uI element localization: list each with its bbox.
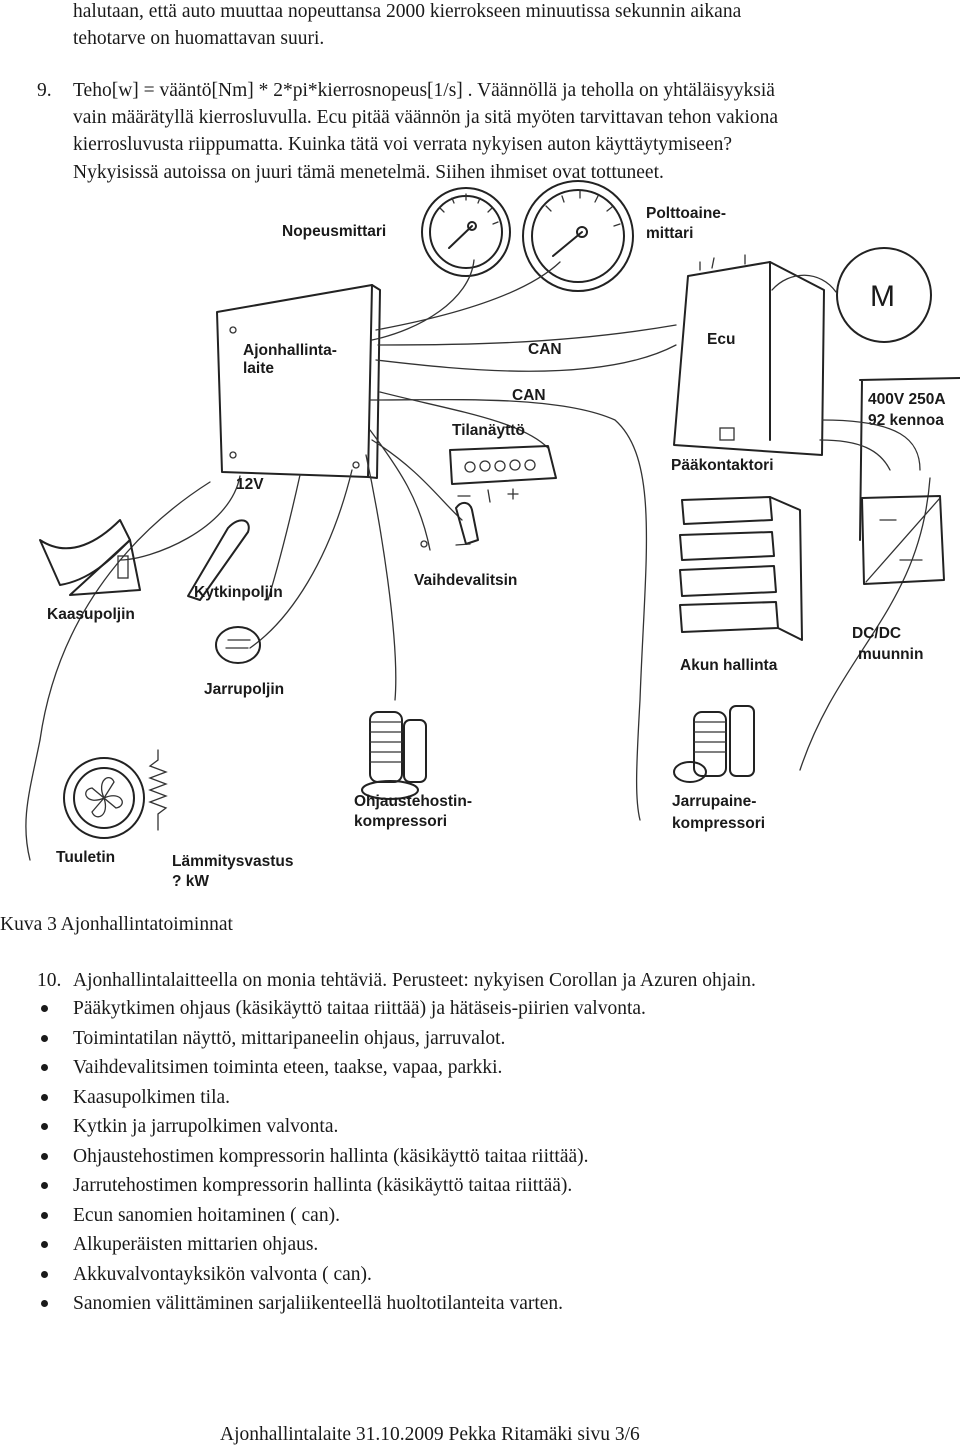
label-dcdc-1: DC/DC bbox=[852, 625, 901, 642]
item-9-line-3: kierrosluvusta riippumatta. Kuinka tätä … bbox=[73, 134, 733, 155]
bullet-dot bbox=[41, 1094, 48, 1101]
label-vaihdevalitsin: Vaihdevalitsin bbox=[414, 572, 517, 589]
motor-label: M bbox=[870, 280, 895, 313]
bullet-dot bbox=[41, 1035, 48, 1042]
label-battery-2: 92 kennoa bbox=[868, 412, 944, 429]
bullet-dot bbox=[41, 1153, 48, 1160]
brake-pedal: Jarrupoljin bbox=[204, 626, 284, 698]
ecu-box: Ecu Pääkontaktori bbox=[671, 254, 825, 474]
bullet-dot bbox=[41, 1064, 48, 1071]
label-jarru-1: Jarrupaine- bbox=[672, 793, 756, 810]
label-nopeusmittari: Nopeusmittari bbox=[282, 223, 386, 240]
label-kytkinpoljin: Kytkinpoljin bbox=[194, 584, 283, 601]
label-ohjaus-1: Ohjaustehostin- bbox=[354, 793, 472, 810]
intro-line-1: halutaan, että auto muuttaa nopeuttansa … bbox=[73, 1, 742, 22]
bullet-item: Toimintatilan näyttö, mittaripaneelin oh… bbox=[73, 1028, 506, 1049]
fan-icon: Tuuletin bbox=[56, 757, 145, 866]
accelerator-pedal: Kaasupoljin bbox=[39, 519, 141, 623]
item-9-line-1: Teho[w] = vääntö[Nm] * 2*pi*kierrosnopeu… bbox=[73, 80, 775, 101]
bullet-item: Ecun sanomien hoitaminen ( can). bbox=[73, 1205, 340, 1226]
wiring-diagram: M Ajonhallinta- laite Ecu Pääkontaktori … bbox=[25, 180, 960, 890]
speedometer-gauge bbox=[421, 187, 511, 277]
bullet-item: Sanomien välittäminen sarjaliikenteellä … bbox=[73, 1293, 564, 1314]
label-kaasupoljin: Kaasupoljin bbox=[47, 606, 135, 623]
vehicle-controller-box: Ajonhallinta- laite bbox=[216, 284, 381, 479]
label-jarru-2: kompressori bbox=[672, 815, 765, 832]
label-ajonhallinta-2: laite bbox=[243, 360, 274, 377]
label-lammitys-2: ? kW bbox=[172, 873, 209, 890]
gear-selector: Vaihdevalitsin bbox=[414, 502, 517, 589]
bullet-dot bbox=[41, 1241, 48, 1248]
intro-line-2: tehotarve on huomattavan suuri. bbox=[73, 28, 325, 49]
bullet-item: Kytkin ja jarrupolkimen valvonta. bbox=[73, 1116, 339, 1137]
label-battery-1: 400V 250A bbox=[868, 391, 946, 408]
fuel-gauge bbox=[522, 180, 634, 292]
bullet-dot bbox=[41, 1123, 48, 1130]
item-10-text: Ajonhallintalaitteella on monia tehtäviä… bbox=[73, 970, 756, 991]
bullet-dot bbox=[41, 1005, 48, 1012]
figure-caption: Kuva 3 Ajonhallintatoiminnat bbox=[0, 914, 233, 935]
clutch-pedal: Kytkinpoljin bbox=[187, 519, 283, 601]
item-10-number: 10. bbox=[37, 970, 62, 991]
label-dcdc-2: muunnin bbox=[858, 646, 923, 663]
bullet-item: Kaasupolkimen tila. bbox=[73, 1087, 231, 1108]
dcdc-converter: DC/DC muunnin bbox=[852, 495, 945, 663]
label-akun-hallinta: Akun hallinta bbox=[680, 657, 778, 674]
label-polttoaine-2: mittari bbox=[646, 225, 693, 242]
bullet-item: Vaihdevalitsimen toiminta eteen, taakse,… bbox=[73, 1057, 503, 1078]
motor-symbol: M bbox=[836, 247, 932, 343]
page-footer: Ajonhallintalaite 31.10.2009 Pekka Ritam… bbox=[220, 1424, 640, 1445]
bullet-dot bbox=[41, 1212, 48, 1219]
battery-management-stack: Akun hallinta bbox=[679, 496, 803, 674]
label-12v: 12V bbox=[236, 476, 264, 493]
bullet-item: Pääkytkimen ohjaus (käsikäyttö taitaa ri… bbox=[73, 998, 646, 1019]
item-9-line-4: Nykyisissä autoissa on juuri tämä menete… bbox=[73, 162, 664, 183]
label-ajonhallinta-1: Ajonhallinta- bbox=[243, 342, 337, 359]
label-ohjaus-2: kompressori bbox=[354, 813, 447, 830]
label-polttoaine-1: Polttoaine- bbox=[646, 205, 726, 222]
bullet-dot bbox=[41, 1300, 48, 1307]
label-lammitys-1: Lämmitysvastus bbox=[172, 853, 293, 870]
label-jarrupoljin: Jarrupoljin bbox=[204, 681, 284, 698]
battery-pack-box: 400V 250A 92 kennoa bbox=[859, 377, 960, 541]
label-tilanaytto: Tilanäyttö bbox=[452, 422, 525, 439]
bullet-item: Akkuvalvontayksikön valvonta ( can). bbox=[73, 1264, 372, 1285]
label-paakontaktori: Pääkontaktori bbox=[671, 457, 774, 474]
status-display: Tilanäyttö bbox=[449, 422, 557, 503]
label-can-2: CAN bbox=[512, 387, 546, 404]
item-9-number: 9. bbox=[37, 80, 52, 101]
item-9-line-2: vain määrätyllä kierrosluvulla. Ecu pitä… bbox=[73, 107, 779, 128]
heater-resistor: Lämmitysvastus ? kW bbox=[148, 749, 293, 890]
bullet-dot bbox=[41, 1271, 48, 1278]
bullet-item: Alkuperäisten mittarien ohjaus. bbox=[73, 1234, 319, 1255]
bullet-item: Ohjaustehostimen kompressorin hallinta (… bbox=[73, 1146, 589, 1167]
label-can-1: CAN bbox=[528, 341, 562, 358]
bullet-item: Jarrutehostimen kompressorin hallinta (k… bbox=[73, 1175, 573, 1196]
brake-compressor: Jarrupaine- kompressori bbox=[672, 705, 765, 832]
bullet-dot bbox=[41, 1182, 48, 1189]
label-ecu: Ecu bbox=[707, 331, 735, 348]
steering-compressor: Ohjaustehostin- kompressori bbox=[354, 711, 472, 830]
label-tuuletin: Tuuletin bbox=[56, 849, 115, 866]
